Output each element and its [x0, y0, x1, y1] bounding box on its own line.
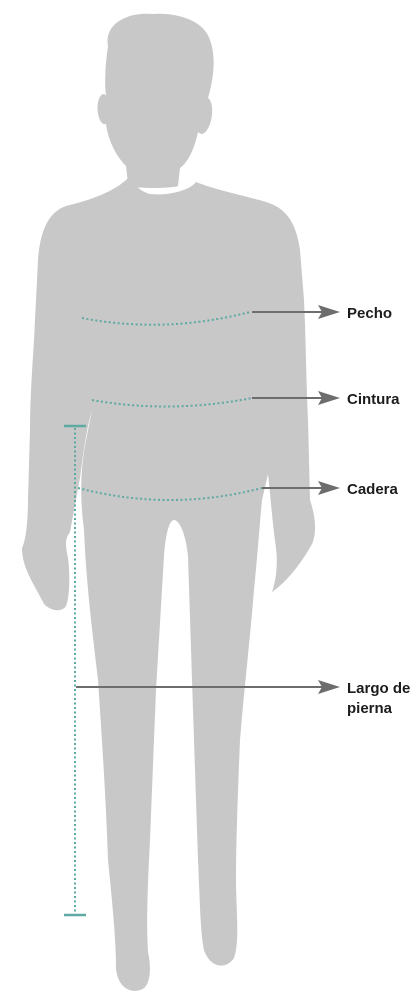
human-silhouette: [22, 14, 315, 991]
inseam-label-line1: Largo de: [347, 680, 410, 697]
waist-label: Cintura: [347, 391, 400, 408]
silhouette-head: [97, 14, 213, 188]
chest-label: Pecho: [347, 305, 392, 322]
labels: Pecho Cintura Cadera Largo de pierna: [347, 305, 410, 717]
inseam-label-line2: pierna: [347, 700, 393, 717]
silhouette-body: [22, 176, 315, 991]
hip-label: Cadera: [347, 481, 399, 498]
